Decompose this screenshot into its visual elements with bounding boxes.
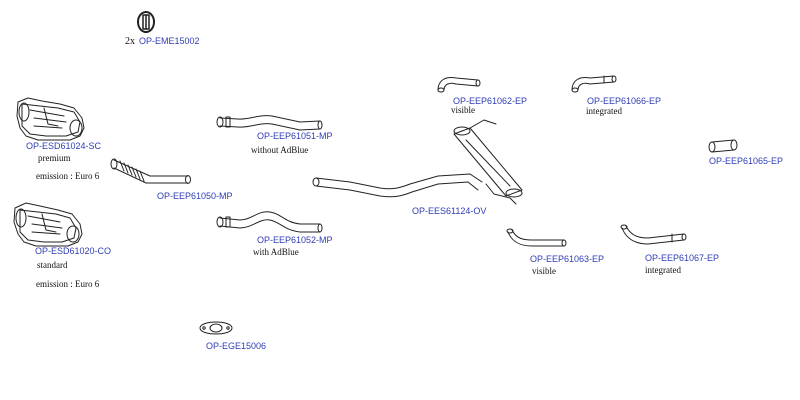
note-visible-top: visible [451,105,475,115]
part-link-eep61065[interactable]: OP-EEP61065-EP [709,156,784,166]
part-link-eep61050[interactable]: OP-EEP61050-MP [157,191,233,201]
part-link-eep61063[interactable]: OP-EEP61063-EP [530,254,605,264]
gasket-shape[interactable] [199,321,233,335]
part-link-eep61067[interactable]: OP-EEP61067-EP [645,253,720,263]
part-link-eep61066[interactable]: OP-EEP61066-EP [587,96,662,106]
part-link-eme15002[interactable]: OP-EME15002 [139,36,200,46]
catalytic-converter-standard-shape[interactable] [13,202,83,247]
part-link-esd61020[interactable]: OP-ESD61020-CO [35,246,112,256]
part-link-esd61024[interactable]: OP-ESD61024-SC [26,141,102,151]
rear-silencer-assembly-shape[interactable] [312,119,523,205]
qty-label: 2x [125,36,135,47]
note-premium: premium [38,153,71,163]
note-integrated-bottom: integrated [645,265,681,275]
pipe-with-adblue-shape[interactable] [216,211,323,233]
note-visible-bottom: visible [532,266,556,276]
part-link-ees61124[interactable]: OP-EES61124-OV [412,206,487,216]
mounting-rubber-shape[interactable] [137,11,155,33]
tailpipe-visible-bottom-shape[interactable] [506,228,567,247]
pipe-without-adblue-shape[interactable] [216,115,323,131]
tailpipe-integrated-top-shape[interactable] [571,75,617,93]
tailpipe-integrated-bottom-shape[interactable] [620,224,687,245]
note-emission-standard: emission : Euro 6 [36,279,100,289]
part-link-ege15006[interactable]: OP-EGE15006 [206,341,267,351]
tailpipe-visible-top-shape[interactable] [437,77,481,93]
note-emission-premium: emission : Euro 6 [36,171,100,181]
note-standard: standard [37,260,68,270]
note-integrated-top: integrated [586,106,622,116]
part-link-eep61051[interactable]: OP-EEP61051-MP [257,131,333,141]
note-with-adblue: with AdBlue [253,247,299,257]
tail-sleeve-shape[interactable] [708,139,738,153]
part-link-eep61062[interactable]: OP-EEP61062-EP [453,96,528,106]
part-link-eep61052[interactable]: OP-EEP61052-MP [257,235,333,245]
note-without-adblue: without AdBlue [251,145,309,155]
catalytic-converter-premium-shape[interactable] [16,97,85,141]
front-pipe-flex-shape[interactable] [110,158,191,184]
